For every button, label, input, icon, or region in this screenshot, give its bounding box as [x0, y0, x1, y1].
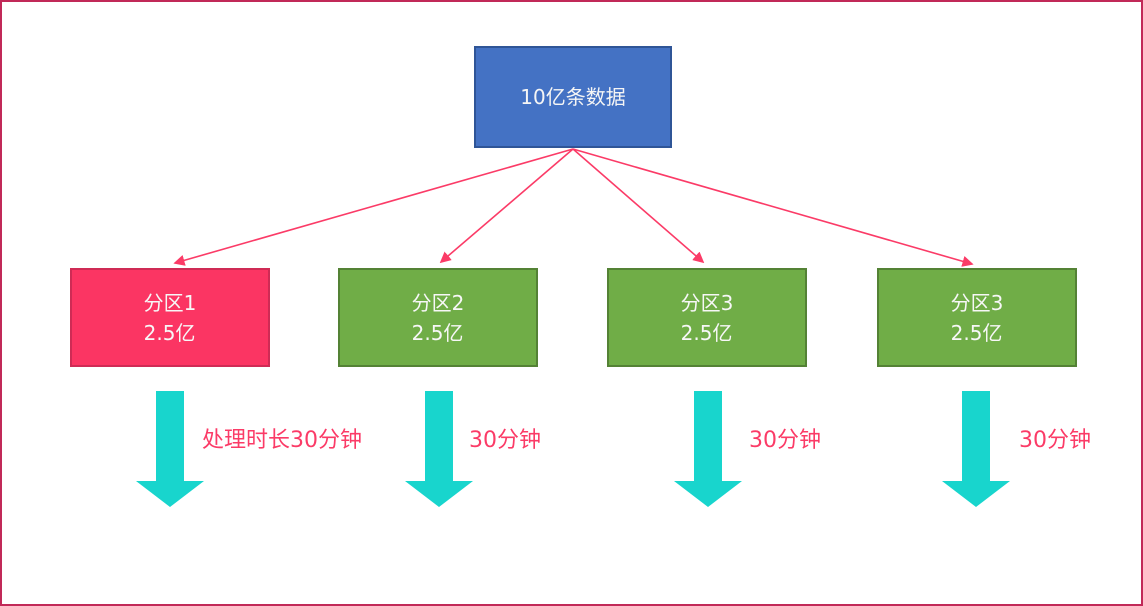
node-partition-1: 分区1 2.5亿 — [70, 268, 270, 367]
down-arrow-icon — [674, 391, 742, 507]
duration-label: 30分钟 — [1019, 428, 1091, 453]
partition-name: 分区1 — [143, 290, 197, 315]
down-arrow-icon — [136, 391, 204, 507]
duration-label: 处理时长30分钟 — [202, 428, 362, 453]
duration-label: 30分钟 — [469, 428, 541, 453]
node-total-data-label: 10亿条数据 — [520, 85, 626, 109]
partition-size: 2.5亿 — [950, 320, 1003, 345]
connector-arrow-to-partition-3 — [572, 148, 705, 264]
connector-arrow-to-partition-4 — [572, 148, 974, 267]
partition-size: 2.5亿 — [143, 320, 196, 345]
node-total-data: 10亿条数据 — [474, 46, 672, 148]
partition-name: 分区2 — [411, 290, 465, 315]
connector-arrow-to-partition-1 — [173, 148, 574, 266]
node-partition-2: 分区2 2.5亿 — [338, 268, 538, 367]
partition-name: 分区3 — [680, 290, 734, 315]
partition-size: 2.5亿 — [680, 320, 733, 345]
connector-arrow-to-partition-2 — [439, 148, 574, 264]
node-partition-4: 分区3 2.5亿 — [877, 268, 1077, 367]
partition-name: 分区3 — [950, 290, 1004, 315]
down-arrow-icon — [405, 391, 473, 507]
node-partition-3: 分区3 2.5亿 — [607, 268, 807, 367]
duration-label: 30分钟 — [749, 428, 821, 453]
partition-size: 2.5亿 — [411, 320, 464, 345]
down-arrow-icon — [942, 391, 1010, 507]
